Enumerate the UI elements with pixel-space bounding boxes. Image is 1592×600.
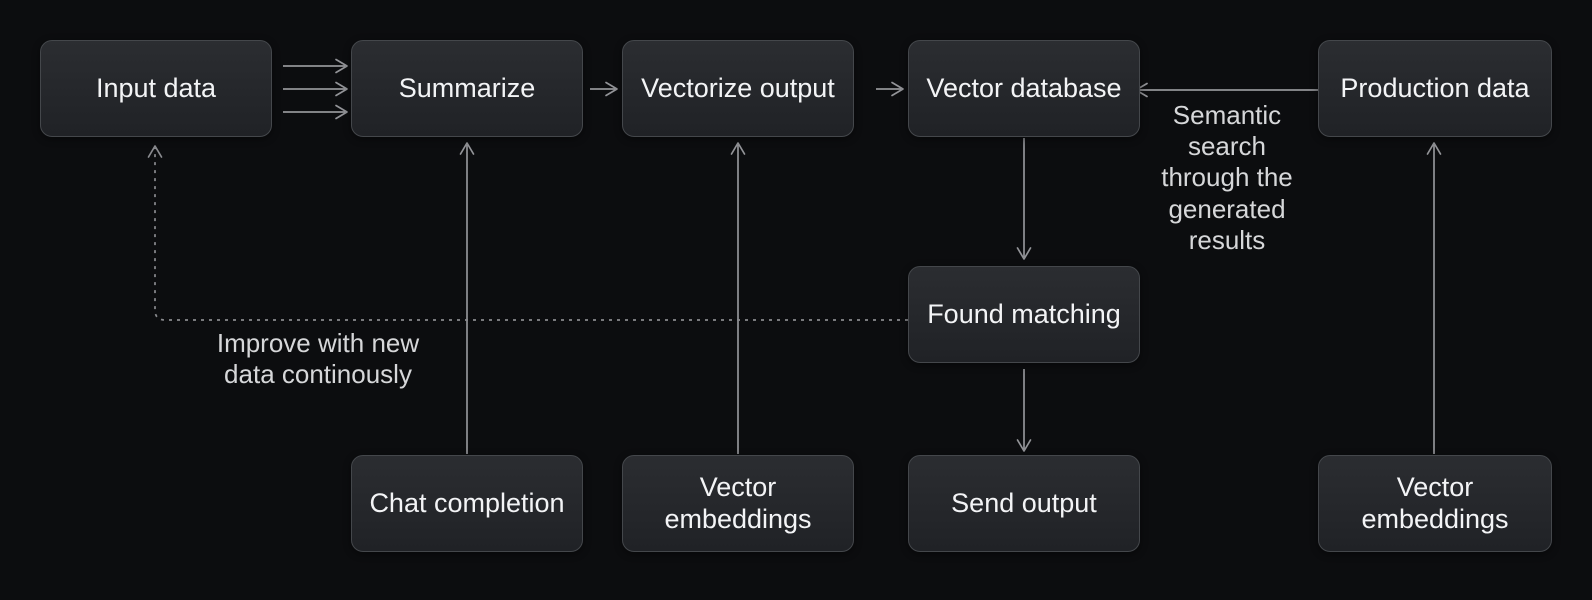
edge-found-to-input-feedback (147, 145, 908, 321)
node-label: Send output (951, 487, 1097, 518)
edge-vectorize-to-database (876, 81, 904, 97)
node-production-data: Production data (1318, 40, 1552, 137)
edge-input-to-summarize-2 (283, 81, 348, 97)
node-found-matching: Found matching (908, 266, 1140, 363)
annotation-improve-loop: Improve with new data continously (216, 328, 420, 390)
node-label: Vectorize output (641, 72, 835, 103)
edge-summarize-to-vectorize (590, 81, 618, 97)
edge-found-to-send (1016, 369, 1032, 452)
node-vectorize-output: Vectorize output (622, 40, 854, 137)
node-label: Chat completion (369, 487, 565, 518)
node-vector-embeddings-left: Vector embeddings (622, 455, 854, 552)
node-summarize: Summarize (351, 40, 583, 137)
edge-embeddings-to-production (1426, 142, 1442, 454)
edge-production-to-database (1135, 82, 1318, 98)
edge-database-to-found (1016, 138, 1032, 260)
edge-chat-to-summarize (459, 142, 475, 454)
node-label: Found matching (927, 298, 1121, 329)
annotation-semantic-search: Semantic search through the generated re… (1161, 100, 1293, 255)
node-label: Summarize (398, 72, 536, 103)
node-label: Input data (95, 72, 217, 103)
edge-embeddings-to-vectorize (730, 142, 746, 454)
node-vector-embeddings-right: Vector embeddings (1318, 455, 1552, 552)
node-label: Vector database (926, 72, 1122, 103)
edge-input-to-summarize-1 (283, 58, 348, 74)
node-input-data: Input data (40, 40, 272, 137)
node-send-output: Send output (908, 455, 1140, 552)
node-label: Production data (1340, 72, 1530, 103)
node-vector-database: Vector database (908, 40, 1140, 137)
node-label: Vector embeddings (1361, 471, 1509, 534)
node-label: Vector embeddings (664, 471, 812, 534)
edge-input-to-summarize-3 (283, 104, 348, 120)
node-chat-completion: Chat completion (351, 455, 583, 552)
